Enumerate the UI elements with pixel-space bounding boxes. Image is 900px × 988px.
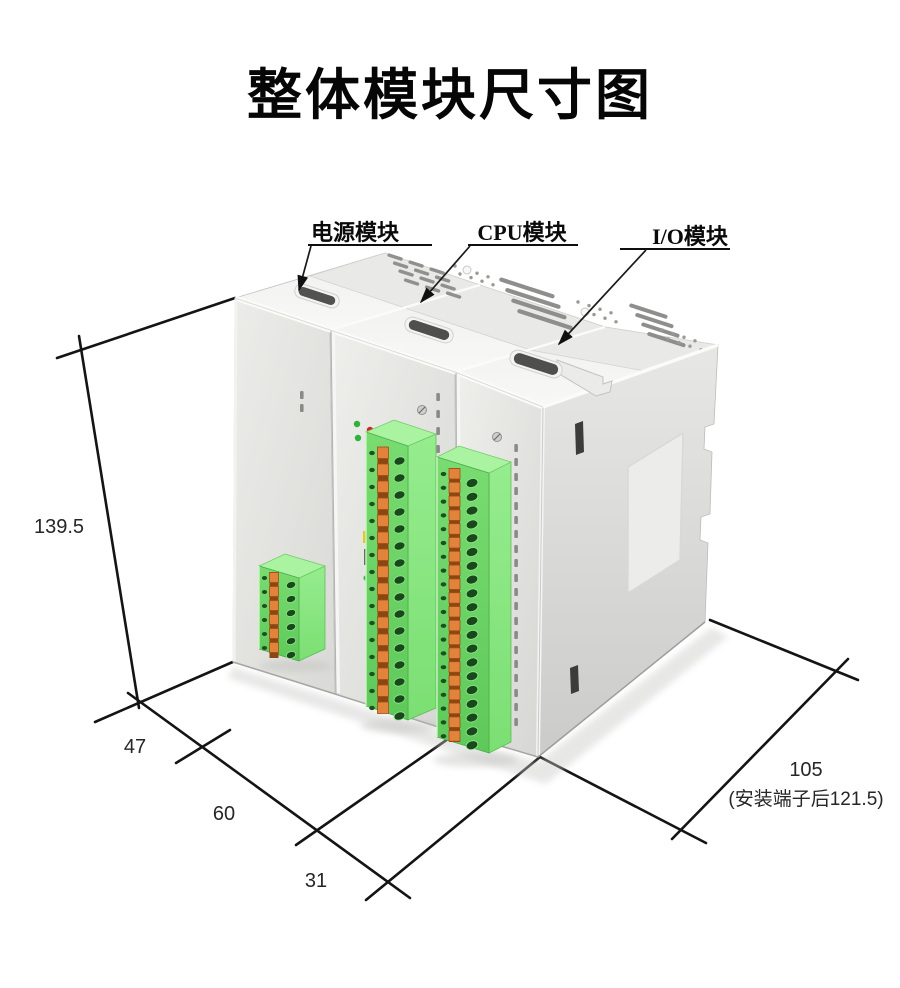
io-module-side-face [537, 344, 719, 758]
dim-depth: 105 [789, 759, 822, 781]
assembly-shadow [228, 627, 728, 784]
callout-labels: 电源模块 CPU模块 I/O模块 [297, 220, 730, 346]
page-title: 整体模块尺寸图 [246, 64, 653, 126]
dim-width-power: 47 [124, 736, 146, 758]
io-terminal-block [436, 445, 512, 754]
side-face-slot-bottom [570, 665, 579, 694]
dimension-labels: 139.5 47 60 31 105 (安装端子后121.5) [34, 516, 884, 892]
io-leader-line [557, 249, 647, 346]
io-block-shadow [433, 753, 517, 767]
top-screw-boss [462, 265, 472, 275]
dimension-lines [55, 296, 860, 902]
cpu-leader-line [419, 245, 471, 304]
io-module-handle [509, 349, 563, 379]
side-face-inset-panel [627, 432, 684, 594]
power-leader-line [297, 245, 312, 292]
cpu-module-handle [404, 316, 454, 344]
power-block-shadow [259, 660, 331, 672]
dim-width-io: 31 [305, 870, 327, 892]
cpu-module-label: CPU模块 [477, 220, 567, 245]
cpu-led-green [353, 420, 361, 428]
power-terminal-block [258, 553, 326, 662]
cpu-led-green2 [354, 434, 362, 442]
io-module-label: I/O模块 [652, 224, 729, 249]
cpu-block-shadow [360, 719, 440, 733]
dim-height: 139.5 [34, 516, 84, 538]
dim-depth-note: (安装端子后121.5) [728, 788, 883, 810]
din-clip-tab [555, 359, 613, 397]
side-face-slot-top [575, 421, 584, 455]
power-module-label: 电源模块 [311, 220, 400, 245]
dim-width-cpu: 60 [213, 803, 235, 825]
module-assembly [228, 252, 728, 784]
cpu-terminal-block [365, 419, 437, 722]
